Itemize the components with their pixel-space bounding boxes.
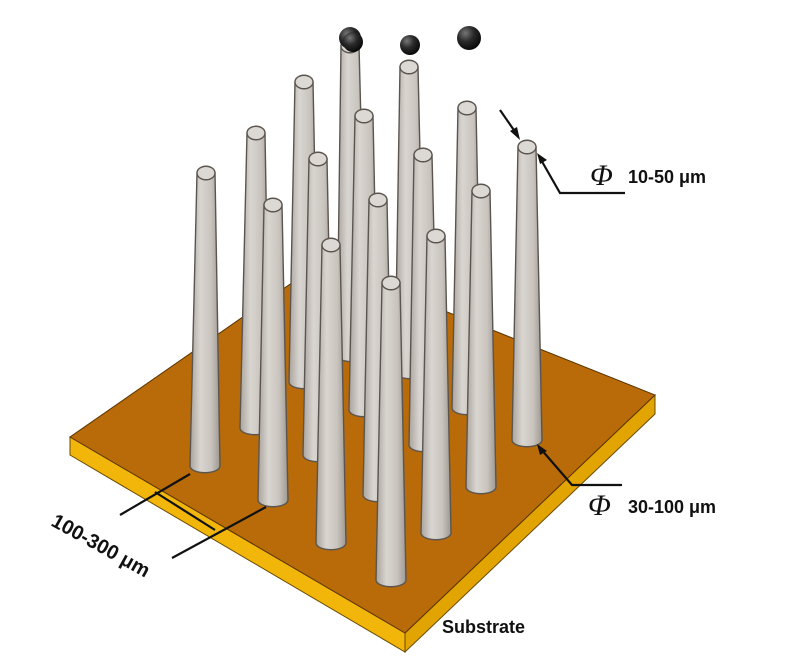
pillar-tip <box>368 192 388 208</box>
pillar-tip <box>294 74 314 90</box>
substrate-label: Substrate <box>442 617 525 637</box>
top-diameter-leader <box>539 157 625 195</box>
pillar-array <box>189 38 543 588</box>
pillar <box>189 165 221 474</box>
top-diameter-phi: Φ <box>590 159 613 192</box>
spacing-bracket <box>154 491 216 531</box>
pillar <box>315 237 347 551</box>
spacing-label: 100-300 μm <box>48 510 154 582</box>
pillar-tip <box>354 108 374 124</box>
pillar-body <box>315 244 347 551</box>
bottom-diameter-arrowhead <box>537 444 547 455</box>
pillar-tip <box>426 228 446 244</box>
spacing-leader-1 <box>119 473 191 516</box>
top-diameter-arrowhead <box>510 127 520 140</box>
pillar <box>465 183 497 495</box>
pillar-body <box>420 235 452 541</box>
pillar-tip <box>381 275 401 291</box>
pillar-tip <box>471 183 491 199</box>
pillar-tip <box>457 100 477 116</box>
pillar-body <box>465 190 497 495</box>
pillar-body <box>511 146 543 448</box>
droplets <box>339 26 481 55</box>
pillar-tip <box>517 139 537 155</box>
droplet <box>400 35 420 55</box>
pillar-tip <box>321 237 341 253</box>
droplet <box>457 26 481 50</box>
pillar-tip <box>413 147 433 163</box>
bottom-diameter-leader <box>539 447 622 487</box>
pillar-body <box>257 204 289 508</box>
pillar <box>257 197 289 508</box>
top-diameter-leader-arrowhead <box>537 153 547 164</box>
top-diameter-label: 10-50 μm <box>628 167 706 187</box>
bottom-diameter-phi: Φ <box>588 489 611 522</box>
pillar-body <box>375 282 407 588</box>
pillar-tip <box>263 197 283 213</box>
spacing-leader-2 <box>171 506 267 559</box>
pillar <box>511 139 543 448</box>
pillar-tip <box>308 151 328 167</box>
bottom-diameter-label: 30-100 μm <box>628 497 716 517</box>
pillar-tip <box>246 125 266 141</box>
droplet <box>343 32 363 52</box>
pillar-tip <box>196 165 216 181</box>
pillar-body <box>189 172 221 474</box>
pillar <box>420 228 452 541</box>
annotation-lines <box>119 109 625 559</box>
pillar <box>375 275 407 588</box>
pillar-tip <box>399 59 419 75</box>
